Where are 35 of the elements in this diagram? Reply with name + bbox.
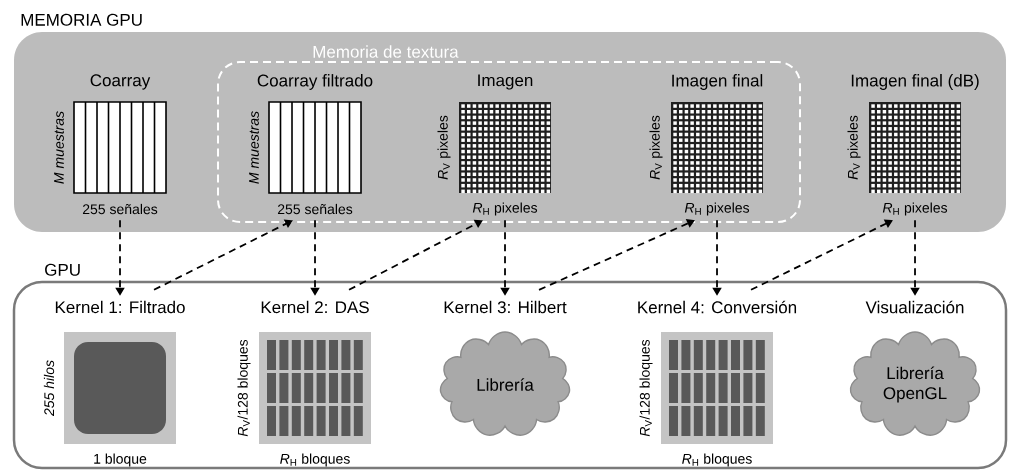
axis-label: R$_{H}$ pixeles — [472, 202, 538, 216]
axis-label: R$_{V}$/128 bloques — [237, 339, 251, 437]
axis-label: 1 bloque — [94, 453, 147, 467]
axis-label: R$_{H}$ pixeles — [684, 202, 750, 216]
axis-label: R$_{V}$ pixeles — [649, 115, 663, 180]
kernel-heading: Visualización — [865, 300, 964, 314]
axis-label: R$_{V}$/128 bloques — [639, 339, 653, 437]
panel-heading: Coarray filtrado — [257, 74, 373, 90]
panel-heading: Imagen final — [672, 74, 763, 90]
kernel-heading: Kernel 2: DAS — [261, 300, 369, 314]
panel-heading: Imagen — [478, 74, 533, 90]
axis-label: 255 hilos — [43, 360, 55, 417]
axis-label: 255 señales — [82, 203, 158, 215]
arrow — [750, 219, 893, 291]
axis-label: R$_{V}$ pixeles — [847, 115, 861, 180]
panel-heading: Imagen final (dB) — [851, 74, 979, 90]
kernel-heading: Kernel 4: Conversión — [638, 300, 797, 314]
kernel-heading: Kernel 1: Filtrado — [55, 300, 185, 314]
axis-label: M muestras — [249, 111, 259, 184]
panel-heading: MEMORIA GPU — [21, 13, 142, 26]
axis-label: R$_{V}$ pixeles — [437, 115, 451, 180]
arrow — [348, 219, 483, 291]
kernel-heading: Kernel 3: Hilbert — [444, 300, 567, 314]
library-cloud: Librería OpenGL — [849, 331, 981, 436]
arrow — [153, 219, 293, 291]
panel-heading: Coarray — [90, 74, 151, 90]
axis-label: 255 señales — [277, 203, 353, 215]
arrow — [538, 219, 695, 291]
region-label: Memoria de textura — [313, 45, 459, 58]
panel-heading: GPU — [45, 263, 80, 276]
axis-label: M muestras — [54, 111, 64, 184]
axis-label: R$_{H}$ bloques — [280, 453, 350, 467]
library-cloud: Librería — [439, 331, 571, 436]
axis-label: R$_{H}$ pixeles — [882, 202, 948, 216]
axis-label: R$_{H}$ bloques — [682, 453, 752, 467]
